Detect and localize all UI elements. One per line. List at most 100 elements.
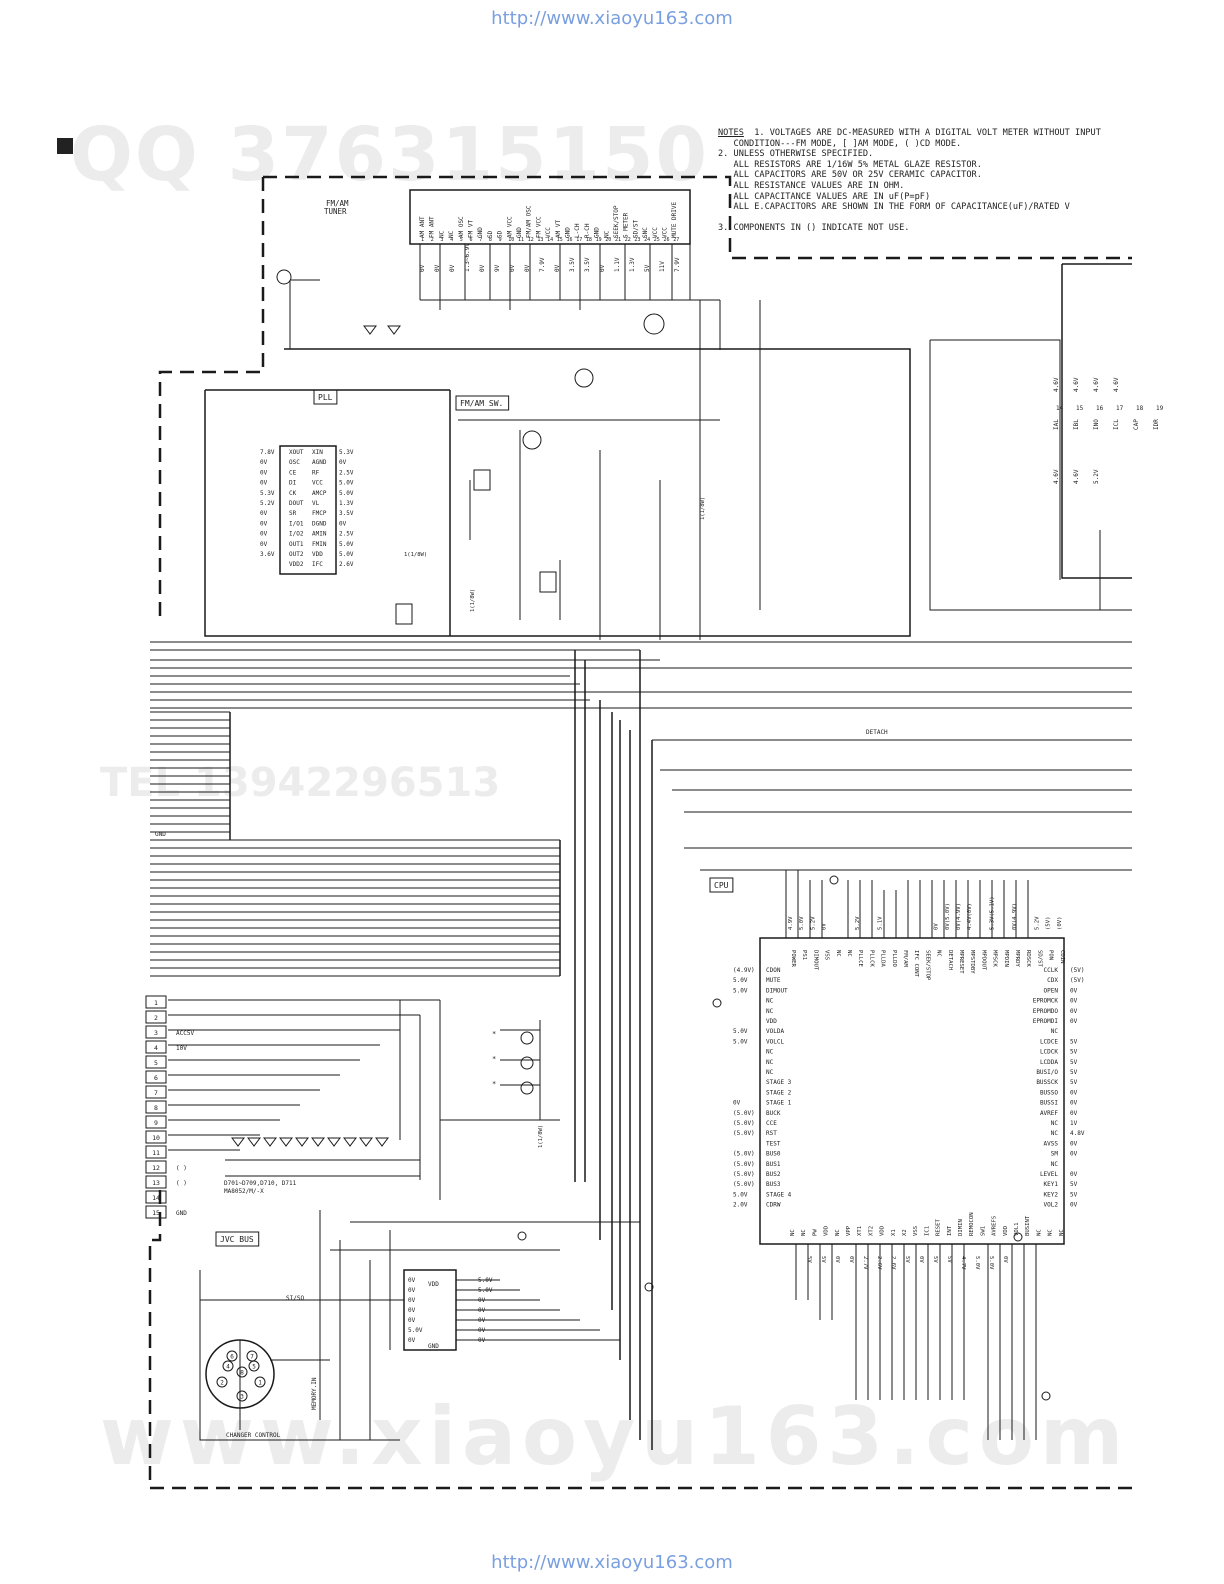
amp-pin-label: IBL <box>1073 419 1080 430</box>
connector-pin-box <box>145 1025 167 1039</box>
cpu-bottom-pin: PW <box>812 1229 818 1236</box>
cpu-right-voltage: 0V <box>1070 1100 1078 1107</box>
cpu-top-pin: SEEK/STOP <box>924 950 930 981</box>
cpu-right-voltage: 0V <box>1070 1151 1078 1158</box>
cpu-bottom-voltage: 5V <box>946 1256 952 1263</box>
label-detach: DETACH <box>866 729 888 736</box>
cpu-left-pin: VOLDA <box>766 1028 784 1035</box>
tuner-pin-label: AM ANT <box>419 216 426 238</box>
cpu-bottom-voltage: 2.6V <box>890 1256 896 1270</box>
din-pin <box>254 1376 266 1388</box>
connector-pin-label: GND <box>176 1210 187 1217</box>
cpu-top-voltage: 0V(4.9V) <box>956 903 962 930</box>
connector-pin-box <box>145 1100 167 1114</box>
tuner-pin-voltage: 9V <box>494 264 501 272</box>
din-pin <box>246 1350 258 1362</box>
tuner-pin-voltage: 7.9V <box>674 257 681 272</box>
cpu-left-voltage: (5.0V) <box>733 1151 755 1158</box>
cpu-left-pin: CCE <box>766 1120 777 1127</box>
cpu-top-voltage: 4.9V <box>788 916 794 930</box>
cpu-top-pin: PLLCE <box>857 950 863 967</box>
tuner-module <box>409 189 691 245</box>
tuner-pin-label: GND <box>565 227 572 238</box>
tuner-pin-voltage: 3.5V <box>569 257 576 272</box>
source-url-top[interactable]: http://www.xiaoyu163.com <box>491 8 733 29</box>
connector-pin-label: ( ) <box>176 1180 187 1187</box>
cpu-bottom-pin: BUSINT <box>1025 1215 1031 1236</box>
tuner-pin-voltage: 0V <box>599 264 606 272</box>
source-url-bottom[interactable]: http://www.xiaoyu163.com <box>491 1552 733 1573</box>
amp-pin-label: IAL <box>1053 419 1060 430</box>
din-pin-number: 1 <box>258 1380 262 1387</box>
switch-q6 <box>395 603 413 625</box>
tuner-pin-number: 25 <box>654 237 660 243</box>
cpu-right-pin: LCDCE <box>1040 1038 1058 1045</box>
tuner-pin-label: SD <box>497 230 504 238</box>
cpu-right-pin: LEVEL <box>1040 1171 1058 1178</box>
cpu-bottom-pin: INT <box>947 1225 953 1236</box>
amp-pin-voltage: 4.6V <box>1113 377 1120 392</box>
amp-pin-label: IDR <box>1153 419 1160 430</box>
led-2 <box>520 1056 534 1070</box>
board-outline <box>148 175 1132 1490</box>
bus-ic-left-voltage: 0V <box>408 1317 416 1324</box>
cpu-right-voltage: 0V <box>1070 1140 1078 1147</box>
pll-right-pin: VCC <box>312 480 323 487</box>
amp-ic-side <box>1061 263 1132 579</box>
cpu-right-voltage: (5V) <box>1070 967 1084 974</box>
cpu-bottom-pin: NC <box>1048 1229 1054 1236</box>
tuner-pin-label: SNC <box>642 227 649 238</box>
connector-pin-number: 14 <box>152 1194 160 1202</box>
section-marker-square <box>57 138 73 154</box>
led-marker-3: * <box>492 1080 496 1088</box>
tuner-pin-label: SEEK/STOP <box>613 205 620 238</box>
tuner-output-lines <box>419 244 721 350</box>
connector-pin-number: 11 <box>152 1149 160 1157</box>
tuner-pin-number: 6 <box>470 237 473 243</box>
block-label-fmam-sw: FM/AM SW. <box>460 399 503 408</box>
pll-right-voltage: 2.6V <box>339 561 354 568</box>
notes-line-1: 1. VOLTAGES ARE DC-MEASURED WITH A DIGIT… <box>754 128 1101 138</box>
block-label-tuner: FM/AM <box>326 199 349 208</box>
cpu-top-voltage: 0V <box>934 923 940 930</box>
tuner-pin-number: 17 <box>576 237 582 243</box>
connector-pin-box <box>145 1115 167 1129</box>
connector-pin-label: 10V <box>176 1045 187 1052</box>
cpu-right-voltage: 5V <box>1070 1079 1078 1086</box>
cpu-left-pin: BUS3 <box>766 1181 781 1188</box>
cpu-top-pin: VSS <box>824 950 830 960</box>
cpu-right-voltage: 1V <box>1070 1120 1078 1127</box>
cpu-left-pin: BUCK <box>766 1110 781 1117</box>
amp-pin-voltage: 4.6V <box>1073 469 1080 484</box>
cpu-bottom-pin: X1 <box>891 1229 897 1236</box>
tuner-pin-label: NC <box>448 230 455 238</box>
cpu-bottom-voltage: 2.6V <box>876 1256 882 1270</box>
connector-pin-number: 5 <box>154 1059 158 1067</box>
tuner-pin-number: 14 <box>547 237 553 243</box>
block-label-fmam-sw-frame <box>455 395 510 411</box>
transistor-q3 <box>522 430 542 450</box>
block-label-jvc-bus-frame <box>215 1231 260 1247</box>
cpu-bottom-pin: VDD <box>1003 1225 1009 1236</box>
pll-right-pin: VDD <box>312 551 323 558</box>
cpu-bottom-voltage: 4.7V <box>960 1256 966 1270</box>
cpu-top-pin: NC <box>846 950 852 957</box>
cpu-bottom-voltage: 2.7V <box>862 1256 868 1270</box>
pll-right-pin: AMCP <box>312 490 327 497</box>
cpu-top-pin: PLLCK <box>868 950 874 967</box>
cpu-top-pin: DIMOUT <box>812 950 818 971</box>
amp-pin-number: 18 <box>1136 405 1144 412</box>
label-memory-in: MEMORY.IN <box>311 1377 318 1410</box>
pll-left-voltage: 0V <box>260 469 268 476</box>
cpu-right-voltage: 5V <box>1070 1038 1078 1045</box>
cpu-top-pin: PLLDA <box>880 950 886 967</box>
cpu-bottom-pin: NC <box>1036 1229 1042 1236</box>
bus-ic-left-voltage: 0V <box>408 1287 416 1294</box>
connector-pin-number: 9 <box>154 1119 158 1127</box>
label-gnd: GND <box>155 831 166 838</box>
cpu-left-voltage: 0V <box>733 1100 741 1107</box>
cpu-right-voltage: 5V <box>1070 1059 1078 1066</box>
component-glyphs <box>231 269 1051 1401</box>
tuner-pin-label: SD <box>487 230 494 238</box>
